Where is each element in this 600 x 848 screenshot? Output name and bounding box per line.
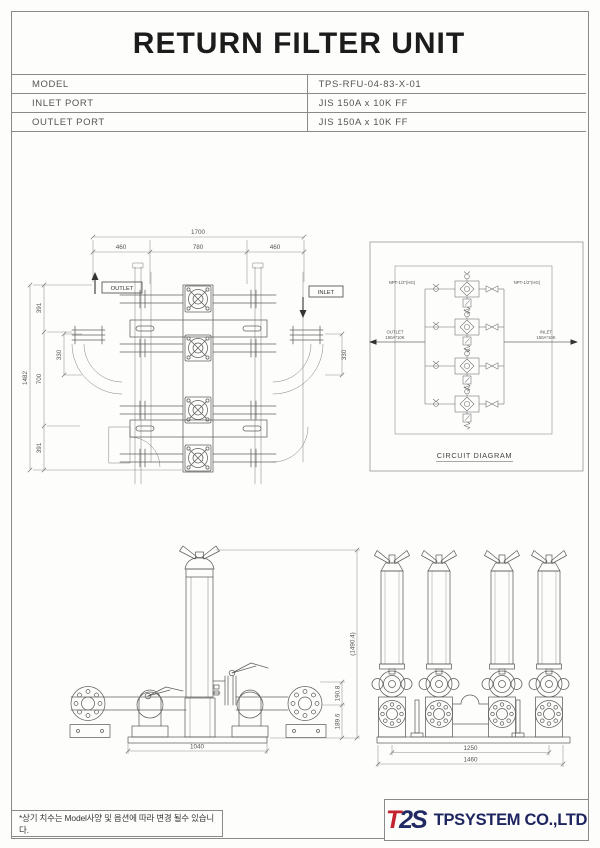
side-dim-overall-height: (1490.4) [350, 632, 357, 655]
company-logo-box: T2S TPSYSTEM CO.,LTD [384, 799, 589, 841]
side-dim-upper-height: 190.8 [335, 685, 342, 701]
support-bracket [414, 699, 420, 734]
plan-outlet-label: OUTLET [111, 286, 134, 292]
plan-flow-labels: OUTLET INLET [91, 272, 344, 318]
pipe-flange [70, 686, 106, 721]
plan-dim-bottom-segment: 391 [36, 442, 43, 453]
valve-lever [228, 662, 269, 677]
plan-geometry [71, 262, 324, 485]
circuit-frame [369, 241, 584, 472]
spec-value-model: TPS-RFU-04-83-X-01 [318, 78, 422, 90]
front-elevation-drawing: 1250 1460 [371, 550, 571, 767]
circuit-outlet-arrow-icon [369, 339, 377, 345]
plan-inlet-label: INLET [318, 290, 335, 296]
plan-dim-inner-left: 330 [56, 349, 63, 360]
circuit-inlet-port: 150A*10K [536, 335, 555, 340]
circuit-filter-branch [424, 348, 505, 392]
plan-risers [132, 262, 304, 485]
pipe-bend [460, 694, 480, 705]
plan-dim-left-span: 460 [116, 244, 127, 251]
filter-column [185, 568, 214, 698]
plan-dim-top-segment: 391 [36, 302, 43, 313]
spec-value-inlet-port: JIS 150A x 10K FF [318, 97, 409, 109]
tps-logo-icon: T2S [385, 805, 428, 834]
spec-row-outlet-port: OUTLET PORT JIS 150A x 10K FF [12, 113, 586, 132]
plan-dim-right-span: 460 [270, 244, 281, 251]
circuit-filter-branch [424, 309, 505, 353]
side-elevation-drawing: (1490.4) 190.8 189.6 1040 [69, 545, 360, 754]
filter-unit [371, 550, 413, 738]
inlet-arrow-icon [299, 310, 307, 318]
filter-head [119, 334, 277, 362]
plan-frame-bar [129, 419, 268, 438]
spec-row-model: MODEL TPS-RFU-04-83-X-01 [12, 75, 586, 94]
plan-outlet-flange [71, 325, 106, 345]
title-block: RETURN FILTER UNIT MODEL TPS-RFU-04-83-X… [12, 12, 586, 132]
circuit-filter-branch [424, 271, 505, 315]
plan-dim-center-span: 780 [193, 244, 204, 251]
spec-value-outlet-port: JIS 150A x 10K FF [318, 116, 409, 128]
circuit-right-vent-label: NPT-1/2"(HG) [514, 280, 541, 285]
support-bracket [515, 699, 521, 734]
circuit-left-vent-label: NPT-1/2"(HG) [389, 280, 416, 285]
plan-dim-total-width: 1700 [191, 229, 206, 236]
side-dim-lower-height: 189.6 [335, 713, 342, 729]
circuit-inlet-label: INLET [540, 330, 553, 335]
plan-view-drawing: 1700 460 780 460 1482 391 700 391 330 33… [22, 229, 348, 485]
plan-dim-middle-segment: 700 [36, 373, 43, 384]
drain-port [213, 690, 220, 696]
footer-note-box: *상기 치수는 Model사양 및 옵션에 따라 변경 될수 있습니다. [11, 810, 223, 837]
filter-cap [184, 557, 215, 570]
spec-label-inlet-port: INLET PORT [12, 94, 308, 112]
circuit-outlet-port: 150A*10K [385, 335, 404, 340]
front-geometry [371, 550, 571, 744]
drain-port [213, 684, 220, 690]
spec-row-inlet-port: INLET PORT JIS 150A x 10K FF [12, 94, 586, 113]
spec-label-model: MODEL [12, 75, 308, 93]
filter-head [119, 396, 277, 424]
filter-head [119, 444, 277, 472]
base-plate [376, 736, 571, 744]
flange-pedestal [69, 724, 111, 738]
side-dimensions [125, 547, 360, 754]
plan-manifold [182, 284, 214, 473]
plan-dim-inner-right: 330 [341, 349, 348, 360]
filter-unit [418, 550, 460, 738]
circuit-inlet-arrow-icon [570, 339, 578, 345]
circuit-outlet-label: OUTLET [387, 330, 404, 335]
sheet-border [11, 11, 589, 839]
company-name: TPSYSTEM CO.,LTD [433, 810, 588, 829]
plan-dim-total-height: 1482 [22, 371, 29, 386]
column-pedestal [184, 697, 216, 738]
plan-elbow-pipes [71, 343, 324, 468]
spec-label-outlet-port: OUTLET PORT [12, 113, 308, 131]
front-dim-base-width: 1460 [463, 757, 478, 764]
plan-inlet-flange [289, 325, 324, 345]
circuit-diagram: NPT-1/2"(HG) NPT-1/2"(HG) OUTLET 150A*10… [369, 241, 584, 472]
filter-unit [528, 550, 570, 738]
filter-head [119, 285, 277, 313]
plan-dimensions [27, 234, 345, 473]
side-dim-base-width: 1040 [190, 744, 205, 751]
outlet-arrow-icon [91, 272, 99, 280]
front-dim-filter-span: 1250 [463, 745, 478, 752]
circuit-filter-branch [424, 386, 505, 430]
plan-frame-bar [129, 319, 268, 338]
pipe-flange [287, 686, 323, 721]
valve-lever [144, 686, 184, 700]
front-dimensions [375, 745, 566, 767]
t-handle-icon [179, 545, 198, 560]
side-geometry [69, 545, 327, 744]
page-title: RETURN FILTER UNIT [12, 12, 586, 75]
circuit-caption: CIRCUIT DIAGRAM [437, 451, 512, 460]
base-plate [127, 736, 268, 744]
footer-note: *상기 치수는 Model사양 및 옵션에 따라 변경 될수 있습니다. [19, 812, 214, 835]
flange-pedestal [285, 724, 327, 738]
